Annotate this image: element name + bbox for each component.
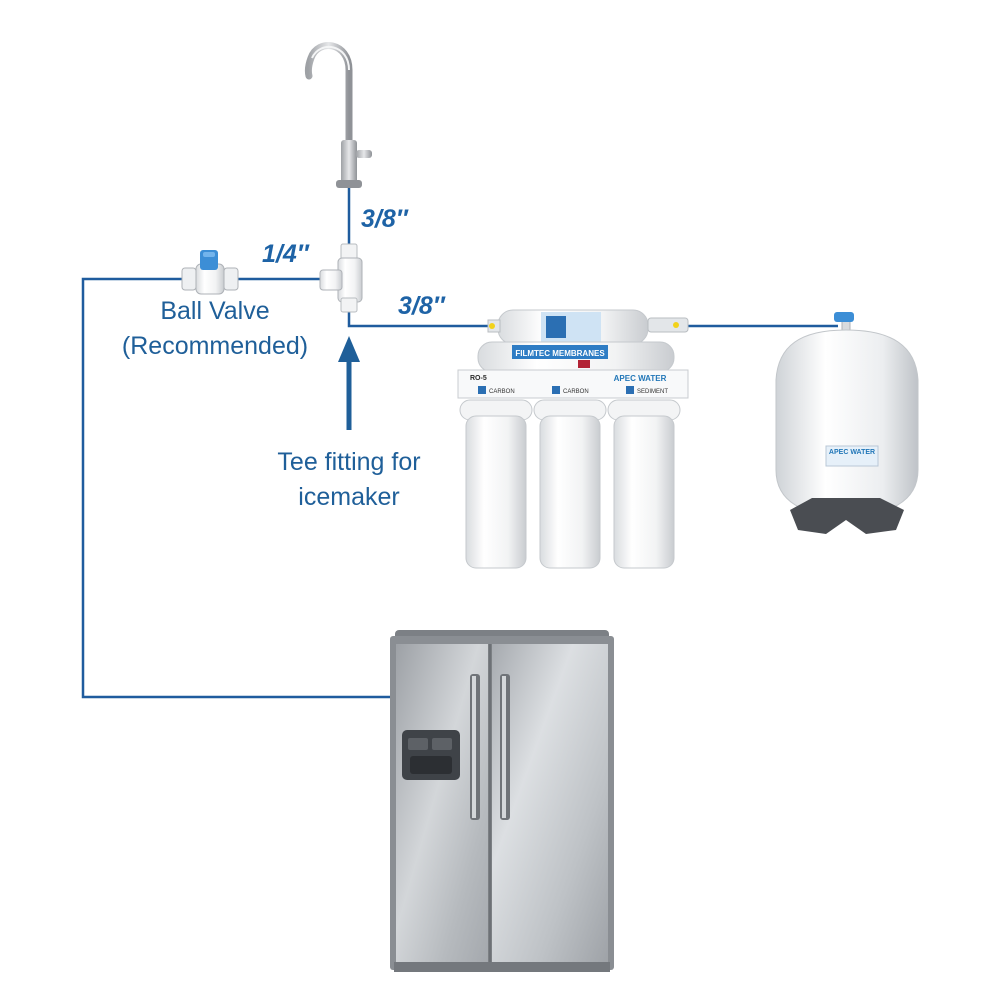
system-model: RO-5: [470, 375, 487, 382]
tee-fitting-line1: Tee fitting for: [277, 448, 421, 476]
tee-fitting-icon: [319, 243, 363, 313]
ball-valve-title: Ball Valve: [160, 297, 270, 325]
ball-valve-label: Ball Valve (Recommended): [110, 294, 320, 364]
storage-tank-icon: APEC WATER: [775, 312, 919, 534]
faucet-line-size-label: 3/8″: [361, 205, 408, 233]
filter-canister: [533, 399, 607, 569]
system-brand: APEC WATER: [614, 374, 667, 383]
filter-canister: [607, 399, 681, 569]
faucet-icon: [304, 42, 372, 188]
system-line-size-label: 3/8″: [398, 292, 445, 320]
water-dispenser: [402, 730, 460, 780]
stage3-label: SEDIMENT: [637, 389, 668, 395]
membrane-label: FILMTEC MEMBRANES: [515, 349, 605, 358]
ro-system-icon: FILMTEC MEMBRANES RO-5 APEC WATER CARBON…: [457, 309, 689, 569]
ball-valve-note: (Recommended): [121, 332, 309, 360]
tank-brand: APEC WATER: [829, 449, 875, 456]
arrow-up-icon: [338, 336, 360, 430]
valve-line-size-label: 1/4″: [262, 240, 309, 268]
ball-valve-icon: [181, 250, 239, 295]
tee-fitting-line2: icemaker: [298, 483, 400, 511]
stage1-label: CARBON: [489, 389, 515, 395]
tee-fitting-label: Tee fitting for icemaker: [246, 445, 452, 515]
filter-canister: [459, 399, 533, 569]
refrigerator-icon: [390, 630, 614, 972]
stage2-label: CARBON: [563, 389, 589, 395]
water-lines: [81, 180, 838, 699]
